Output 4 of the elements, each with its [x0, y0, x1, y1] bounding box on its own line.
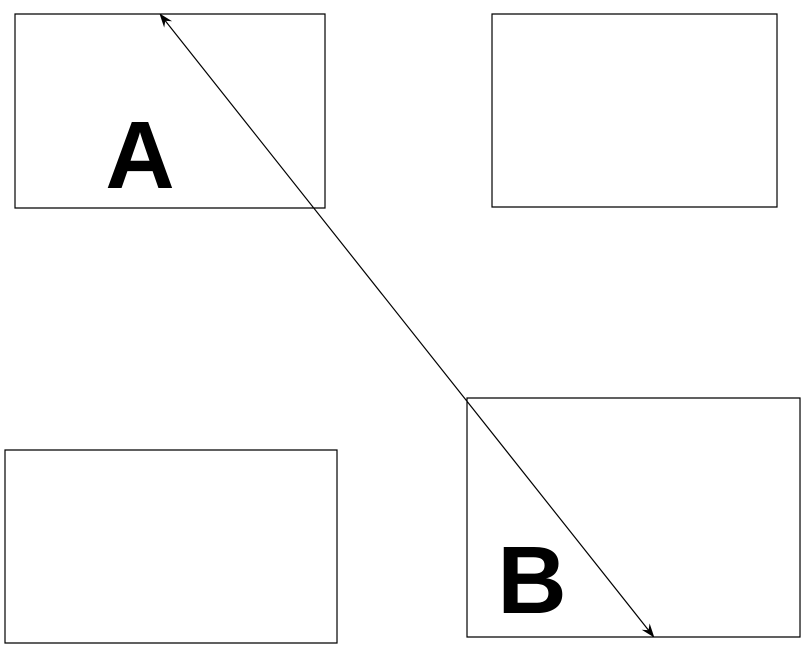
empty-box [4, 449, 338, 644]
letter-box: B [466, 397, 801, 638]
empty-box [491, 13, 778, 208]
letter-box: A [14, 13, 326, 209]
